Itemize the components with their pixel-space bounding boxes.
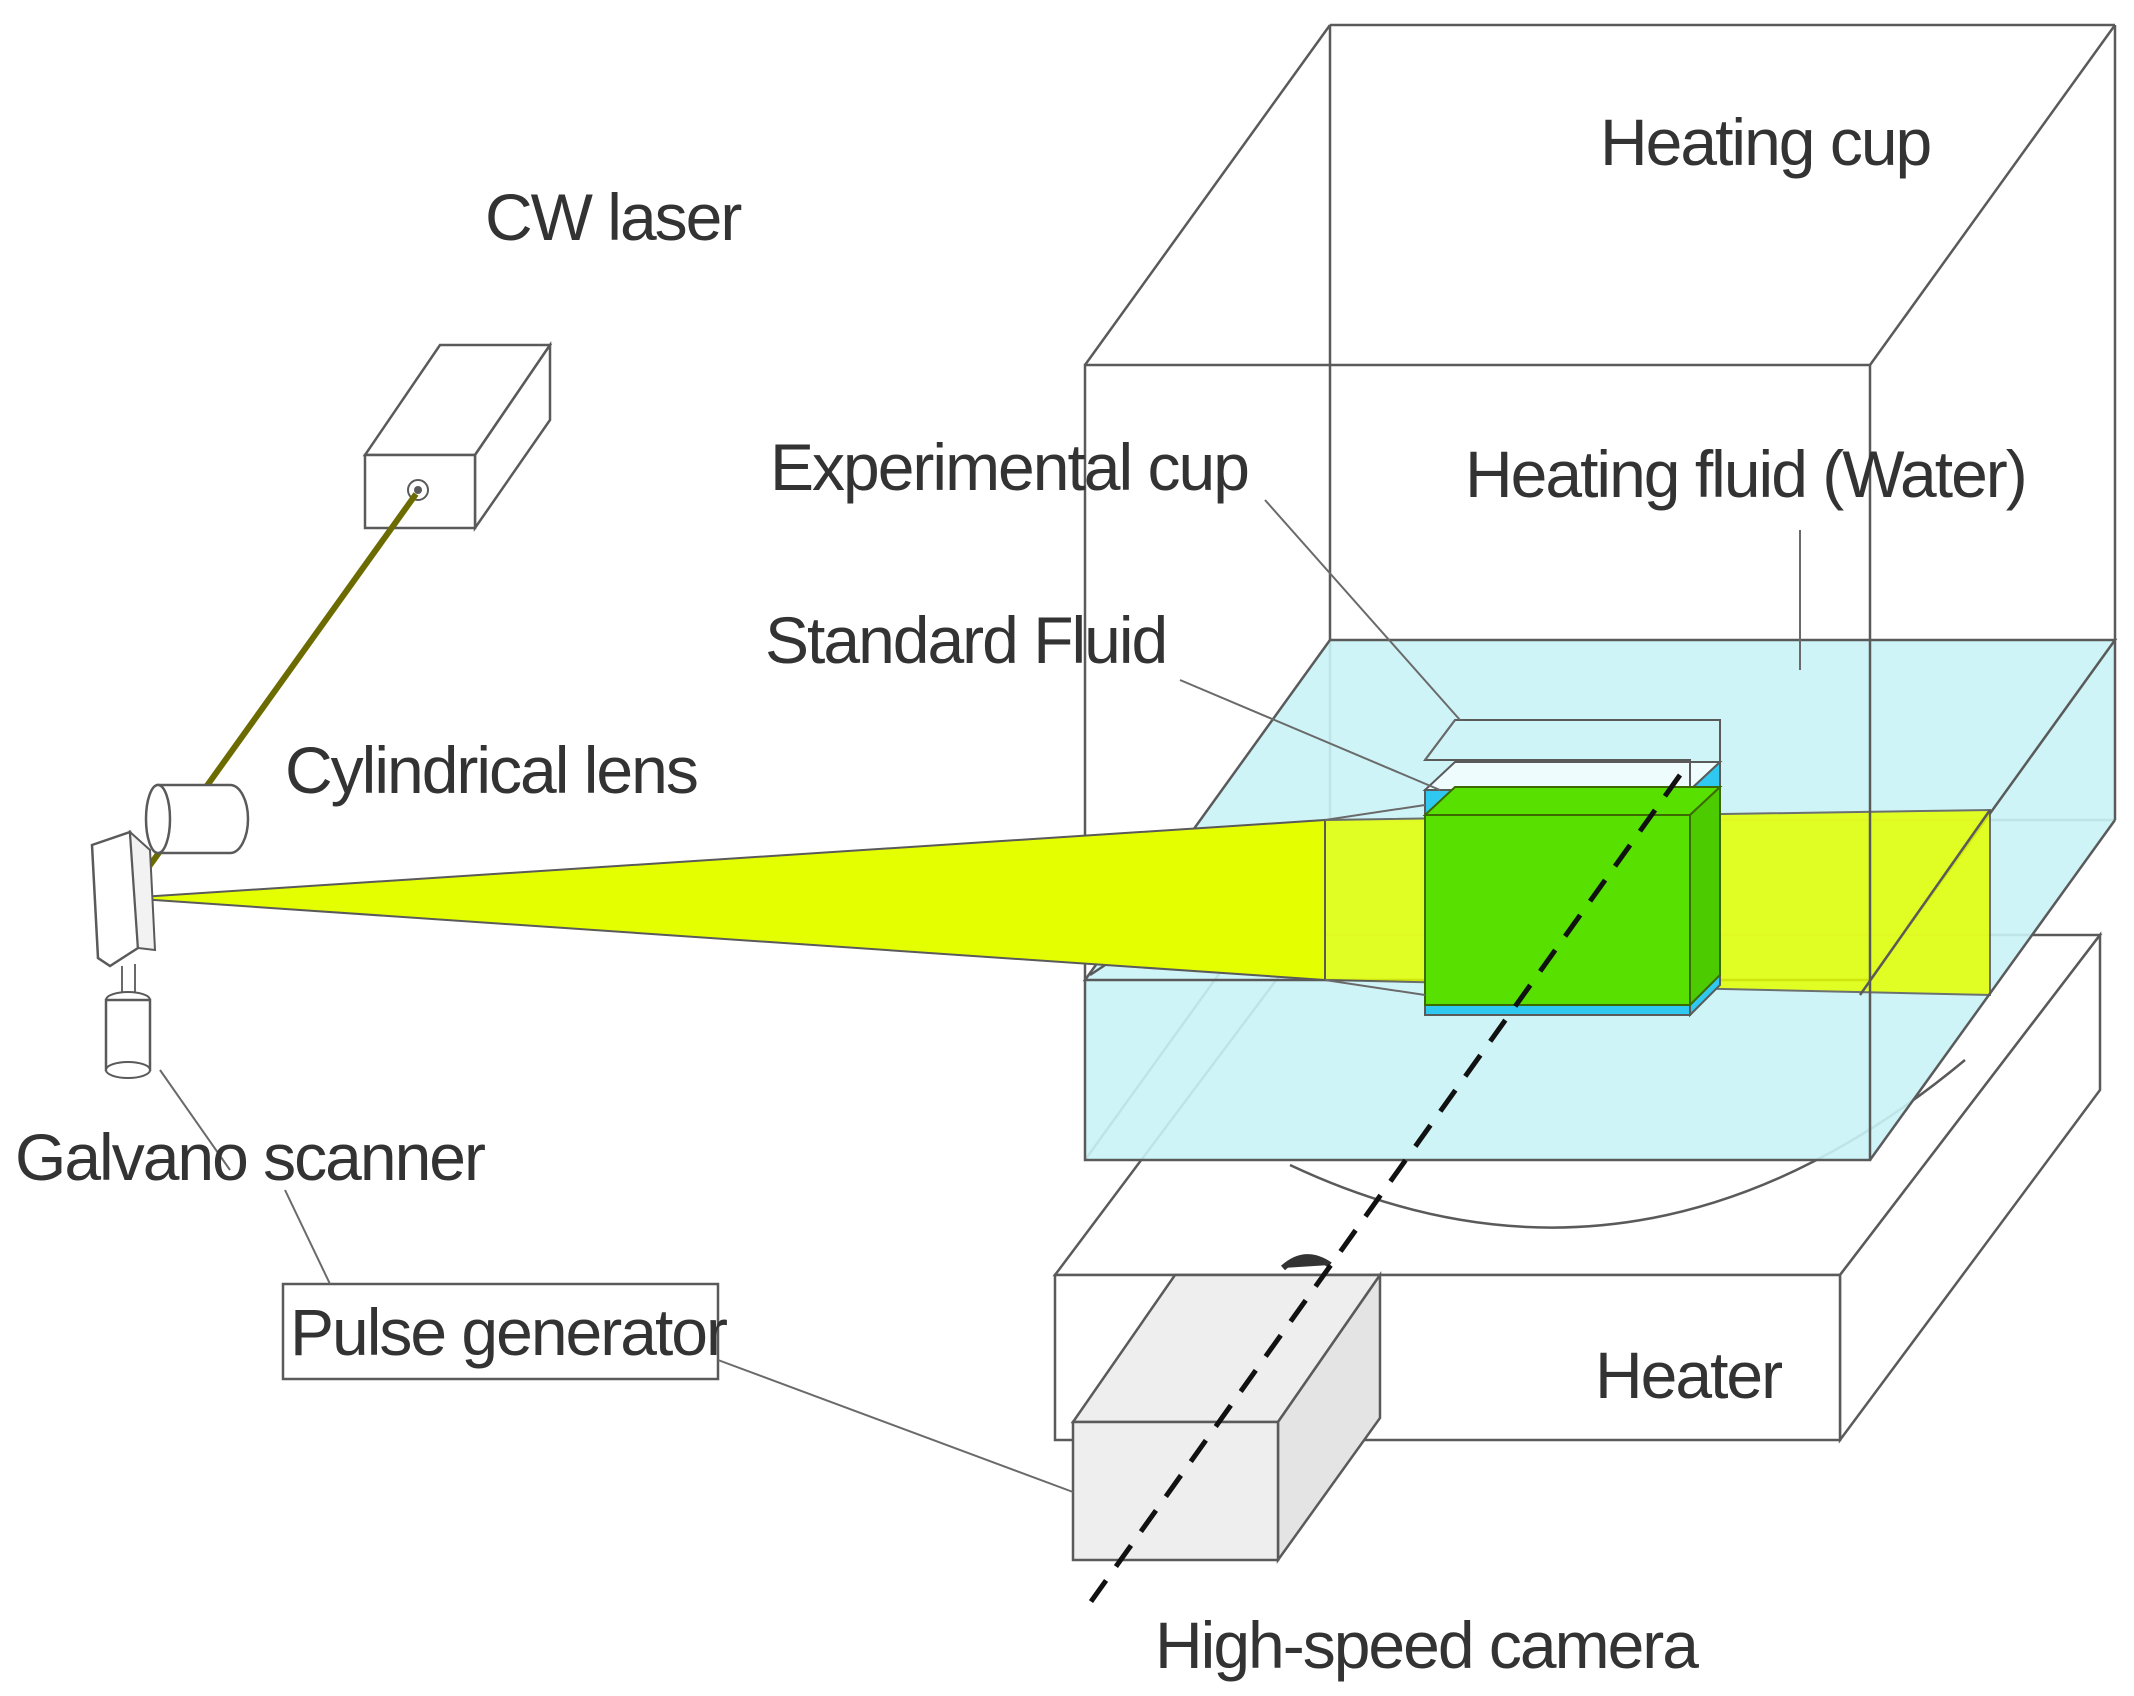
galvano-leader (159, 1069, 231, 1171)
leader-lines (159, 499, 1461, 1493)
high-speed-camera (1070, 1254, 1383, 1564)
galvano-to-pulse-cable (284, 1189, 331, 1285)
heating-fluid-label: Heating fluid (Water) (1465, 437, 2026, 511)
cw-laser (362, 340, 553, 532)
standard-fluid (1424, 814, 1691, 1006)
pulse-generator (281, 1282, 720, 1381)
heater-label: Heater (1595, 1338, 1782, 1412)
experimental-cup (1422, 719, 1723, 1018)
heating-cup-front (1083, 24, 2117, 1162)
experimental-cup-label: Experimental cup (770, 430, 1248, 504)
galvano-scanner (90, 829, 157, 1079)
high-speed-camera-label: High-speed camera (1155, 1608, 1699, 1682)
galvano-scanner-label: Galvano scanner (15, 1120, 485, 1194)
cylindrical-lens-label: Cylindrical lens (285, 733, 697, 807)
laser-sheet-fan (124, 804, 1426, 996)
heating-cup-label: Heating cup (1600, 105, 1930, 179)
cw-laser-label: CW laser (485, 180, 741, 254)
standard-fluid-label: Standard Fluid (765, 603, 1166, 677)
experimental-cup-leader (1264, 499, 1461, 721)
standard-fluid-leader (1179, 679, 1441, 791)
cylindrical-lens (144, 783, 250, 855)
pulse-generator-label: Pulse generator (290, 1295, 727, 1369)
standard-fluid-top (1422, 786, 1723, 816)
pulse-to-camera-cable (717, 1359, 1074, 1493)
